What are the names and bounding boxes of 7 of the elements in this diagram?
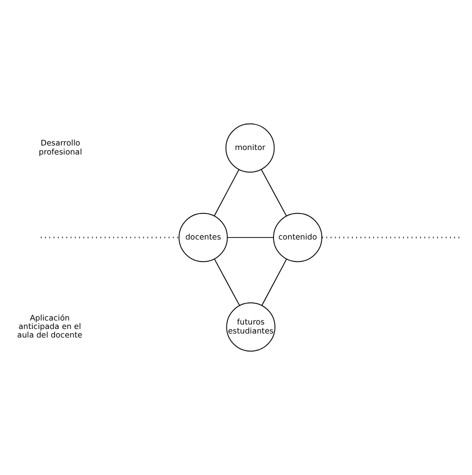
connector [260,169,287,216]
connector [322,236,460,238]
connector [262,258,287,306]
connector [226,237,274,238]
connector [214,169,240,216]
connector [40,236,179,238]
connector [214,258,240,306]
